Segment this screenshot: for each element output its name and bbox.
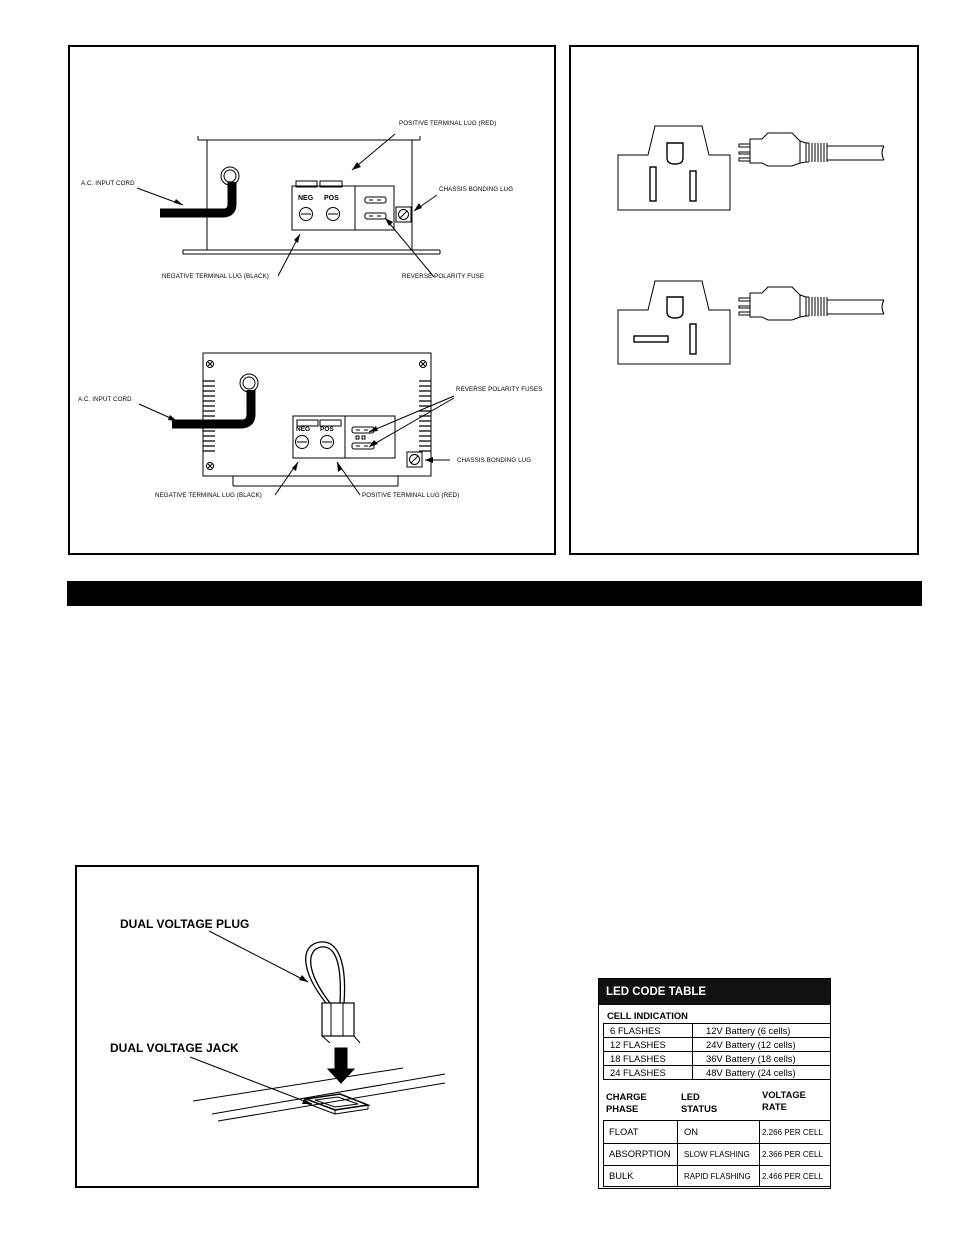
dual-voltage-plug-drawing [305, 941, 361, 1044]
led-status-header: LED [681, 1091, 700, 1102]
charger-unit-a [160, 136, 441, 255]
led-table-title: LED CODE TABLE [599, 979, 830, 1005]
phase-row-name: ABSORPTION [609, 1148, 671, 1159]
ac-input-cord-label: A.C. INPUT CORD [81, 180, 135, 187]
voltage-rate-header: VOLTAGE [762, 1089, 806, 1100]
led-code-table: LED CODE TABLE CELL INDICATION 6 FLASHES… [598, 978, 831, 1189]
chassis-bonding-lug-label: CHASSIS BONDING LUG [439, 186, 514, 193]
cell-row-battery: 24V Battery (12 cells) [706, 1039, 796, 1050]
cell-row-flashes: 12 FLASHES [610, 1039, 666, 1050]
chassis-bonding-lug-label-b: CHASSIS BONDING LUG [457, 457, 532, 464]
dual-voltage-jack-drawing [192, 1067, 446, 1122]
charge-phase-header: PHASE [606, 1103, 639, 1114]
pos-terminal-label-b: POS [320, 426, 334, 433]
dual-voltage-jack-label: DUAL VOLTAGE JACK [110, 1041, 239, 1055]
dual-voltage-figure-frame [75, 865, 479, 1188]
voltage-rate-header: RATE [762, 1101, 787, 1112]
grounded-plug-15a [738, 132, 885, 167]
cell-row-battery: 48V Battery (24 cells) [706, 1067, 796, 1078]
positive-terminal-lug-label-b: POSITIVE TERMINAL LUG (RED) [362, 492, 460, 499]
cell-row-flashes: 6 FLASHES [610, 1025, 661, 1036]
section-header-bar [67, 581, 922, 606]
pos-terminal-label: POS [324, 195, 339, 202]
reverse-polarity-fuse-label: REVERSE POLARITY FUSE [402, 273, 485, 280]
phase-row-name: FLOAT [609, 1126, 639, 1137]
top-right-figure-frame [569, 45, 919, 555]
cell-row-battery: 36V Battery (18 cells) [706, 1053, 796, 1064]
phase-row-status: SLOW FLASHING [684, 1150, 750, 1159]
neg-terminal-label: NEG [298, 195, 314, 202]
reverse-polarity-fuses-label: REVERSE POLARITY FUSES [456, 386, 543, 393]
cell-row-flashes: 24 FLASHES [610, 1067, 666, 1078]
top-left-figure-frame [68, 45, 556, 555]
cell-indication-heading: CELL INDICATION [607, 1010, 688, 1021]
negative-terminal-lug-label: NEGATIVE TERMINAL LUG (BLACK) [162, 273, 269, 280]
grounded-outlet-20a [617, 280, 731, 365]
grounded-outlet-15a [617, 125, 731, 211]
phase-row-rate: 2.266 PER CELL [762, 1128, 823, 1137]
arrow-down-icon [326, 1047, 356, 1084]
cell-row-flashes: 18 FLASHES [610, 1053, 666, 1064]
positive-terminal-lug-label: POSITIVE TERMINAL LUG (RED) [399, 120, 497, 127]
neg-terminal-label-b: NEG [296, 426, 311, 433]
phase-row-rate: 2.366 PER CELL [762, 1150, 823, 1159]
phase-row-name: BULK [609, 1170, 634, 1181]
negative-terminal-lug-label-b: NEGATIVE TERMINAL LUG (BLACK) [155, 492, 262, 499]
dual-voltage-plug-label: DUAL VOLTAGE PLUG [120, 917, 250, 931]
phase-row-status: RAPID FLASHING [684, 1172, 751, 1181]
ac-input-cord-label-b: A.C. INPUT CORD [78, 396, 132, 403]
charge-phase-header: CHARGE [606, 1091, 647, 1102]
charger-unit-b [172, 352, 432, 487]
cell-row-battery: 12V Battery (6 cells) [706, 1025, 791, 1036]
phase-row-status: ON [684, 1126, 699, 1137]
led-status-header: STATUS [681, 1103, 718, 1114]
grounded-plug-20a [738, 286, 885, 321]
phase-row-rate: 2.466 PER CELL [762, 1172, 823, 1181]
